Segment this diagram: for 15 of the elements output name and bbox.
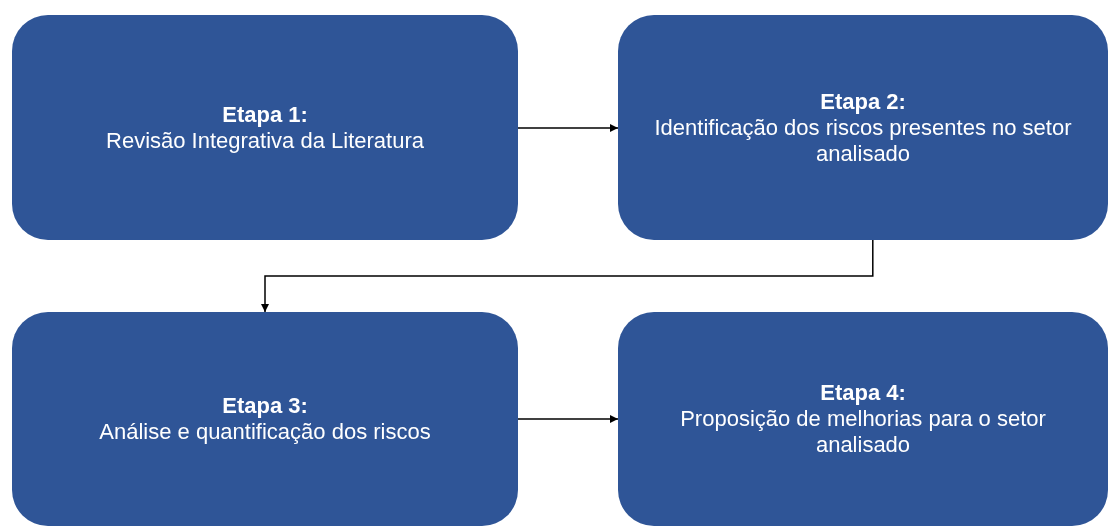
step-description: Identificação dos riscos presentes no setor analisado [653, 114, 1073, 167]
step-description: Análise e quantificação dos riscos [99, 419, 431, 445]
process-box [618, 312, 1108, 526]
arrow [261, 239, 874, 313]
process-box [12, 15, 518, 240]
step-description: Revisão Integrativa da Literatura [106, 127, 424, 154]
process-box [12, 312, 518, 526]
process-box [618, 15, 1108, 240]
step-title: Etapa 1: [222, 101, 308, 128]
arrow [517, 415, 619, 423]
step-title: Etapa 3: [222, 393, 308, 419]
step-title: Etapa 4: [820, 380, 906, 406]
arrow [517, 124, 619, 132]
step-description: Proposição de melhorias para o setor analisado [679, 406, 1047, 458]
step-title: Etapa 2: [820, 88, 906, 115]
